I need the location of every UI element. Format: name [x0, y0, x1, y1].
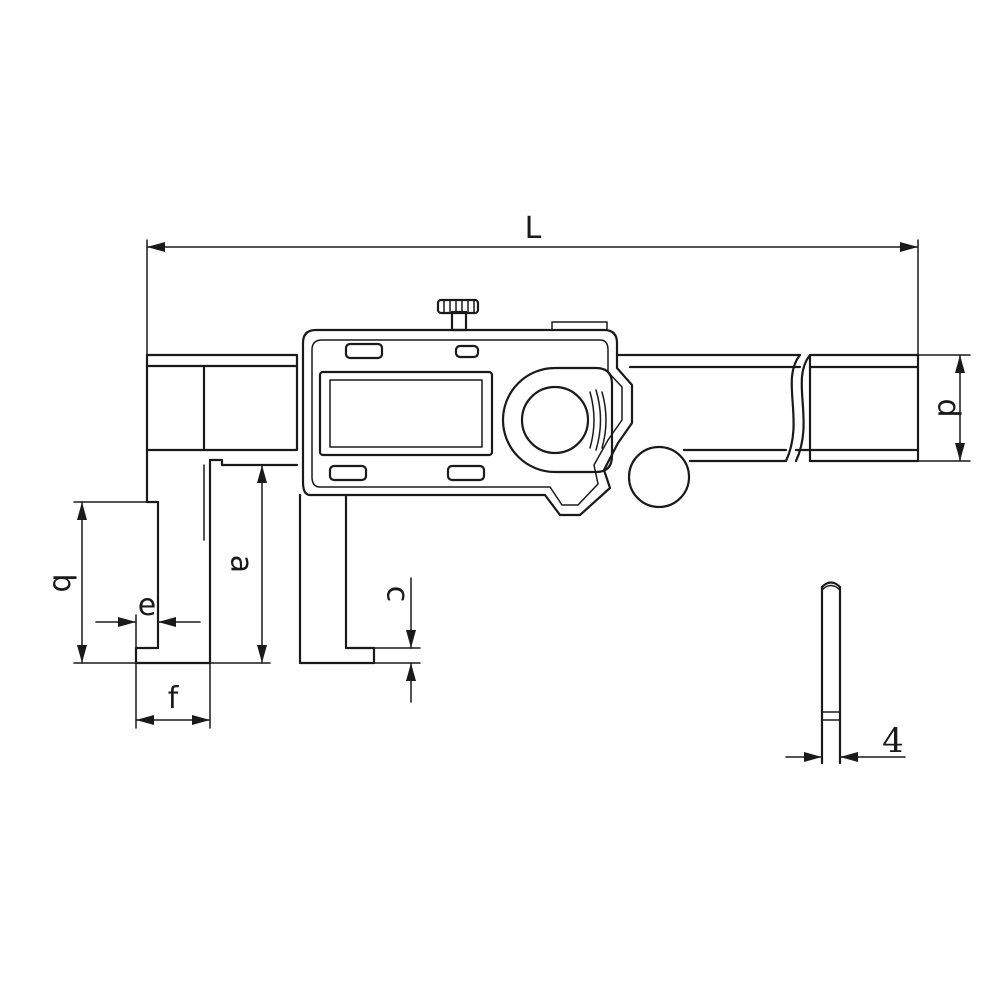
button-bottom-right — [446, 464, 486, 482]
label-e: e — [138, 588, 156, 623]
dimension-b: b — [46, 501, 148, 664]
fixed-jaw — [134, 448, 299, 665]
dimension-e: e — [95, 588, 201, 649]
label-L: L — [525, 211, 542, 246]
dimension-c: c — [373, 577, 421, 703]
label-a: a — [224, 555, 259, 573]
button-bottom-left — [328, 464, 368, 482]
label-4: 4 — [882, 721, 904, 761]
label-c: c — [380, 586, 415, 603]
moving-jaw — [298, 493, 376, 665]
button-top-left — [344, 342, 384, 360]
slider-body — [301, 298, 634, 517]
dimension-4: 4 — [785, 721, 906, 762]
thumb-roller — [627, 445, 691, 509]
label-d: d — [931, 398, 966, 417]
label-b: b — [46, 573, 81, 592]
dimension-d: d — [917, 354, 971, 462]
label-f: f — [168, 681, 180, 716]
button-top-right — [454, 344, 480, 359]
lcd-display — [318, 370, 494, 457]
caliper-beam — [145, 353, 920, 463]
dial — [501, 366, 614, 474]
dimension-f: f — [135, 662, 211, 729]
jaw-side-view — [820, 581, 842, 765]
dimension-a: a — [209, 464, 271, 664]
dimension-L: L — [146, 211, 919, 356]
